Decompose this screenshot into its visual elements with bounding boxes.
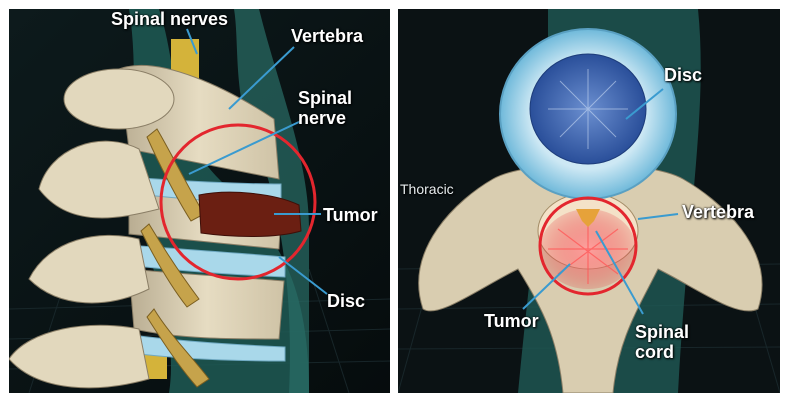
label-thoracic: Thoracic	[400, 179, 454, 199]
lateral-spine-illustration: Spinal nerves Vertebra Spinal nerve Tumo…	[9, 9, 390, 393]
label-spinal-nerve: Spinal nerve	[298, 88, 352, 128]
lateral-spine-drawing	[9, 9, 390, 393]
label-tumor: Tumor	[484, 311, 539, 331]
label-disc: Disc	[664, 65, 702, 85]
label-vertebra: Vertebra	[682, 202, 754, 222]
label-vertebra: Vertebra	[291, 26, 363, 46]
label-spinal-cord: Spinal cord	[635, 322, 689, 362]
axial-spine-drawing	[398, 9, 780, 393]
axial-spine-illustration: Disc Thoracic Vertebra Tumor Spinal cord	[398, 9, 780, 393]
label-disc: Disc	[327, 291, 365, 311]
label-tumor: Tumor	[323, 205, 378, 225]
label-spinal-nerves: Spinal nerves	[111, 9, 228, 29]
